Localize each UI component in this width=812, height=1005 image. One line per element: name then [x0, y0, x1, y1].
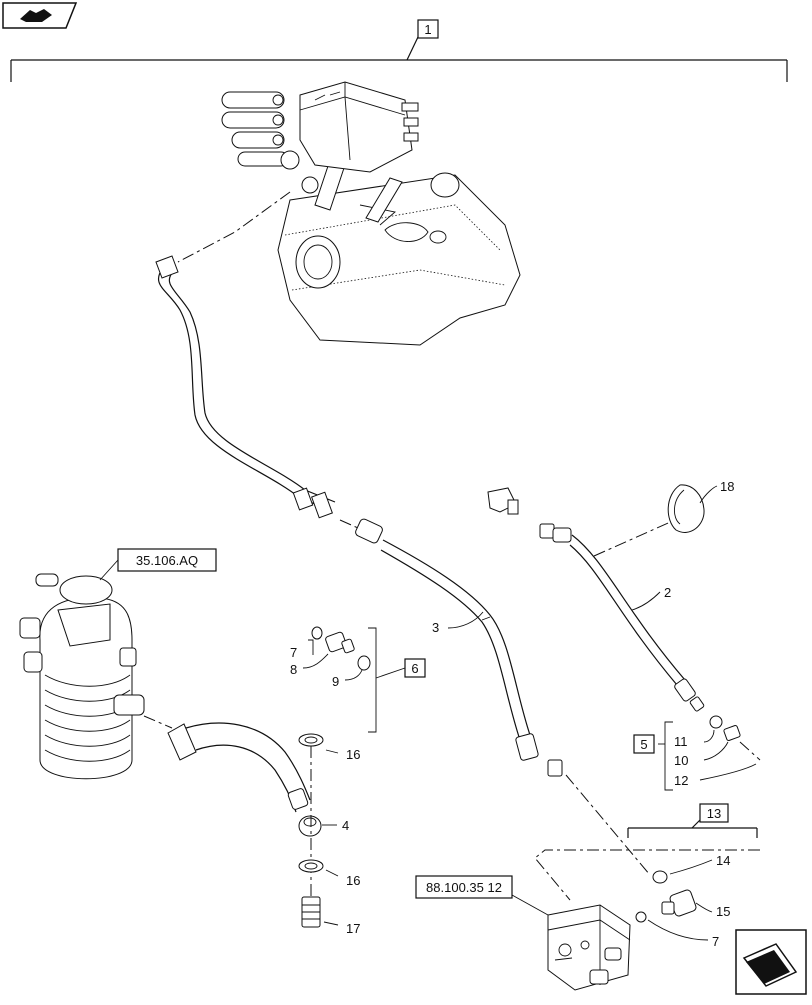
ref-filter: 35.106.AQ: [136, 553, 198, 568]
callout-7-upper: 7: [290, 645, 297, 660]
book-hand-icon[interactable]: [2, 2, 78, 29]
callout-4: 4: [342, 818, 349, 833]
callout-9: 9: [332, 674, 339, 689]
callout-13: 13: [707, 806, 721, 821]
hose-3: [339, 518, 651, 876]
pipe-4: 4: [167, 722, 349, 837]
callout-14: 14: [716, 853, 730, 868]
callout-7-lower: 7: [712, 934, 719, 949]
callout-12: 12: [674, 773, 688, 788]
callout-16-lower: 16: [346, 873, 360, 888]
valve-fittings: 14 15 7: [635, 853, 730, 949]
next-page-arrow-icon[interactable]: [735, 929, 807, 995]
label-3: 3: [432, 611, 484, 635]
callout-box-13[interactable]: 13: [699, 803, 729, 823]
ref-box-valve[interactable]: 88.100.35 12: [415, 875, 549, 916]
callout-box-1[interactable]: 1: [417, 19, 439, 39]
kit-5-parts: 11 10 12: [658, 715, 761, 791]
callout-15: 15: [716, 904, 730, 919]
callout-10: 10: [674, 753, 688, 768]
label-2: 2: [631, 585, 671, 611]
centerline-housing: [177, 191, 291, 263]
callout-6: 6: [411, 661, 418, 676]
callout-3: 3: [432, 620, 439, 635]
assembly-bracket: [10, 36, 788, 82]
callout-8: 8: [290, 662, 297, 677]
transmission-housing: [221, 81, 521, 346]
callout-box-5[interactable]: 5: [633, 734, 655, 754]
washer-stack: 16 16 17: [298, 733, 360, 936]
callout-1: 1: [424, 22, 431, 37]
callout-5: 5: [640, 737, 647, 752]
ref-valve: 88.100.35 12: [426, 880, 502, 895]
hose-2: [487, 487, 705, 712]
group-13-bracket: [534, 819, 760, 901]
callout-2: 2: [664, 585, 671, 600]
callout-11: 11: [674, 734, 688, 749]
callout-box-6[interactable]: 6: [404, 658, 426, 678]
long-pipe: [155, 255, 336, 519]
callout-18: 18: [720, 479, 734, 494]
callout-16-upper: 16: [346, 747, 360, 762]
ref-box-filter[interactable]: 35.106.AQ: [99, 548, 217, 581]
cable-tie-18: 18: [667, 479, 734, 533]
callout-17: 17: [346, 921, 360, 936]
filter-unit: [19, 573, 173, 780]
kit-6-parts: 7 8 9: [290, 626, 406, 733]
valve-block: [547, 904, 631, 991]
